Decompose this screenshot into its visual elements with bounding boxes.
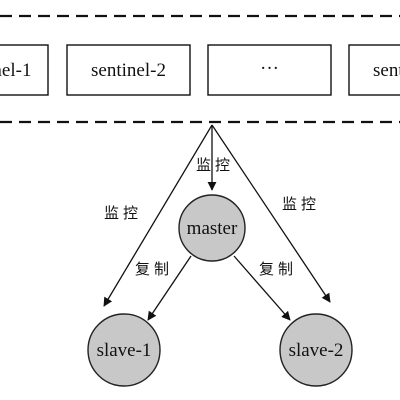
master-node: master	[178, 194, 246, 262]
sentinel-node-1: sentinel-1	[0, 44, 49, 96]
sentinel-node-2: sentinel-2	[66, 44, 191, 96]
replicate-arrow-slave-2	[233, 255, 291, 321]
slave-node-1: slave-1	[87, 313, 161, 387]
sentinel-node-ellipsis: ···	[207, 44, 332, 96]
master-label: master	[187, 218, 238, 239]
monitor-arrow-slave-1	[103, 124, 213, 307]
replicate-arrow-slave-1	[147, 255, 192, 321]
slave-node-2: slave-2	[279, 313, 353, 387]
sentinel-node-label: sentinel-1	[0, 60, 31, 81]
slave-label: slave-1	[97, 340, 152, 361]
replicate-label-left: 复制	[135, 260, 173, 278]
sentinel-node-label: sentinel-n	[373, 60, 400, 81]
sentinel-node-n: sentinel-n	[348, 44, 400, 96]
monitor-arrow-slave-2	[211, 124, 331, 303]
ellipsis-label: ···	[260, 58, 279, 79]
monitor-label-left: 监控	[104, 204, 142, 222]
monitor-label-center: 监控	[196, 156, 234, 174]
sentinel-node-label: sentinel-2	[91, 60, 166, 81]
monitor-label-right: 监控	[282, 195, 320, 213]
replicate-label-right: 复制	[259, 260, 297, 278]
slave-label: slave-2	[289, 340, 344, 361]
